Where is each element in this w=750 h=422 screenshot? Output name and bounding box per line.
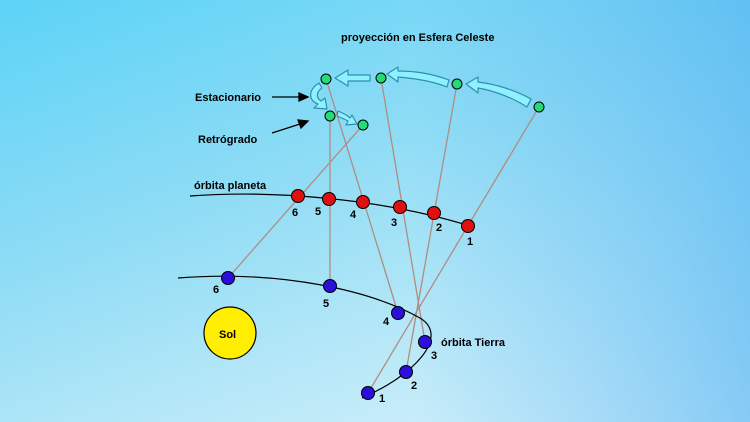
stationary-pointer-head	[298, 91, 310, 103]
planet-position-4	[356, 195, 370, 209]
projection-point-4	[320, 73, 332, 85]
planet-number: 3	[391, 217, 397, 229]
retrograde-label: Retrógrado	[198, 134, 258, 146]
planet-number: 4	[350, 209, 357, 221]
projection-point-3	[375, 72, 387, 84]
earth-orbit-label: órbita Tierra	[441, 337, 506, 349]
retrograde-pointer-line	[271, 123, 301, 134]
earth-number: 2	[411, 380, 417, 392]
stationary-label: Estacionario	[195, 92, 261, 104]
earth-position-3	[418, 335, 432, 349]
earth-positions	[221, 271, 432, 400]
projection-point-5	[324, 110, 336, 122]
retrograde-pointer-head	[297, 119, 310, 130]
label-pointers	[271, 91, 310, 134]
planet-position-5	[322, 192, 336, 206]
projection-point-2	[451, 78, 463, 90]
arrow-segment-3	[334, 69, 371, 87]
earth-position-5	[323, 279, 337, 293]
arrow-retrograde	[336, 110, 358, 126]
earth-numbers: 1 2 3 4 5 6	[213, 284, 437, 405]
earth-position-2	[399, 365, 413, 379]
earth-number: 6	[213, 284, 219, 296]
earth-number: 3	[431, 350, 437, 362]
planet-position-3	[393, 200, 407, 214]
earth-position-6	[221, 271, 235, 285]
projection-arrows	[310, 66, 532, 126]
planet-numbers: 6 5 4 3 2 1	[292, 206, 473, 248]
arrow-segment-2	[386, 66, 450, 88]
sight-line-2	[405, 83, 458, 373]
planet-position-6	[291, 189, 305, 203]
arrow-stationary-turn	[310, 82, 328, 110]
projection-points	[320, 72, 545, 131]
planet-positions	[291, 189, 475, 233]
sight-line-1	[367, 106, 540, 394]
arrow-segment-1	[465, 76, 532, 108]
planet-position-2	[427, 206, 441, 220]
earth-position-1	[361, 386, 375, 400]
projection-point-1	[533, 101, 545, 113]
planet-number: 1	[467, 236, 473, 248]
planet-number: 6	[292, 207, 298, 219]
earth-position-4	[391, 306, 405, 320]
planet-number: 5	[315, 206, 321, 218]
planet-number: 2	[436, 222, 442, 234]
earth-number: 4	[383, 316, 390, 328]
sun	[203, 306, 257, 360]
earth-number: 1	[379, 393, 385, 405]
earth-number: 5	[323, 298, 329, 310]
planet-orbit-label: órbita planeta	[194, 180, 267, 192]
sun-label: Sol	[219, 329, 236, 341]
projection-point-6	[357, 119, 369, 131]
celestial-sphere-label: proyección en Esfera Celeste	[341, 32, 494, 44]
planet-position-1	[461, 219, 475, 233]
